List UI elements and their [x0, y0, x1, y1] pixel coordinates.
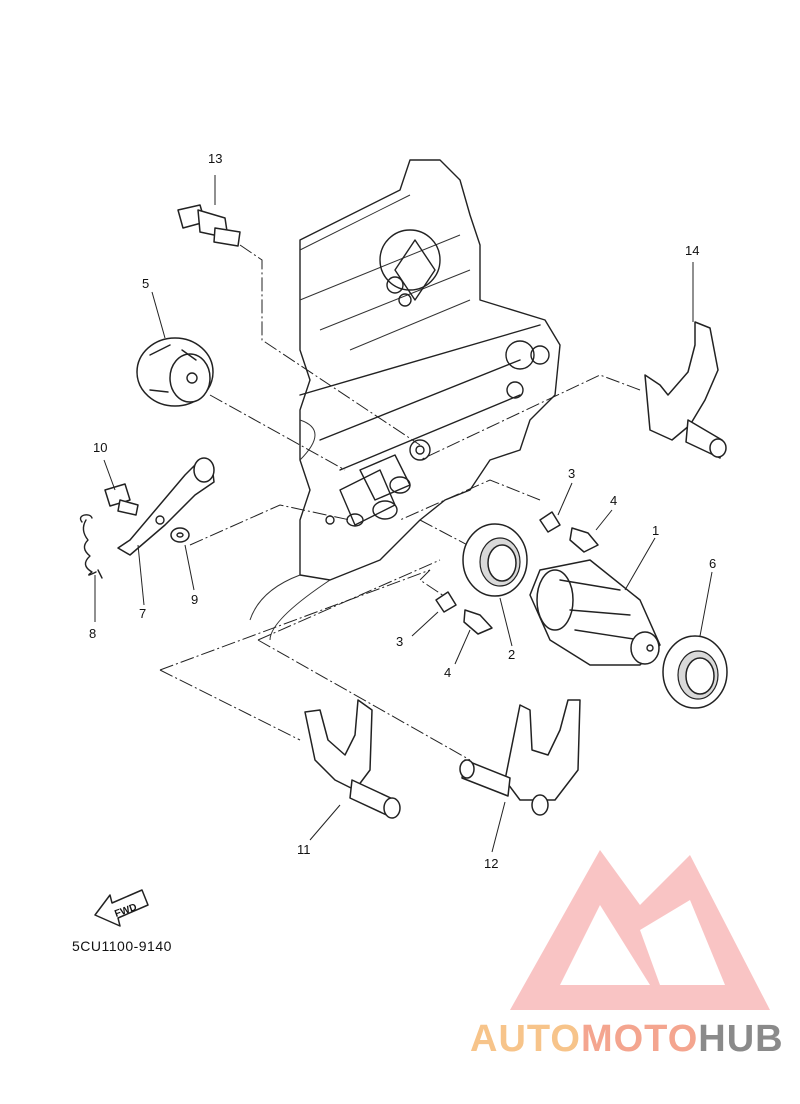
- callout-1: 1: [652, 523, 659, 538]
- callout-labels: 13 5 14 10 8 7 9 3 4 1 6 3 4 2 11 12: [89, 151, 716, 871]
- callout-3-lower: 3: [396, 634, 403, 649]
- callout-7: 7: [139, 606, 146, 621]
- part-5-segment: [136, 337, 214, 407]
- watermark-text-moto: MOTO: [580, 1018, 699, 1060]
- callout-6: 6: [709, 556, 716, 571]
- callout-9: 9: [191, 592, 198, 607]
- part-4-screw-upper: [569, 527, 599, 553]
- fwd-arrow: FWD: [94, 889, 149, 927]
- alignment-lines: [159, 244, 641, 761]
- watermark-text-auto: AUTO: [470, 1018, 581, 1060]
- part-2-bearing: [462, 523, 528, 597]
- watermark-text: AUTOMOTOHUB: [470, 1018, 784, 1061]
- part-1-shift-drum: [529, 559, 661, 666]
- part-13-shift-fork: [644, 321, 727, 459]
- callout-5: 5: [142, 276, 149, 291]
- watermark-logo: [510, 850, 770, 1010]
- callout-8: 8: [89, 626, 96, 641]
- part-14-bolt: [177, 204, 241, 247]
- part-8-spring: [79, 514, 103, 579]
- leader-lines: [94, 175, 713, 853]
- part-3-plate-upper: [539, 511, 561, 533]
- callout-12: 11: [297, 842, 311, 857]
- watermark-text-hub: HUB: [698, 1018, 784, 1060]
- callout-13: 14: [685, 243, 699, 258]
- callout-3-upper: 3: [568, 466, 575, 481]
- part-6-bearing: [662, 635, 728, 709]
- part-9-washer: [170, 527, 190, 543]
- part-code: 5CU1100-9140: [72, 938, 172, 954]
- part-11-shift-fork: [459, 699, 581, 816]
- crankcase: [249, 159, 561, 641]
- callout-4-lower: 4: [444, 665, 451, 680]
- callout-4-upper: 4: [610, 493, 617, 508]
- callout-11: 12: [484, 856, 498, 871]
- callout-14: 13: [208, 151, 222, 166]
- callout-2: 2: [508, 647, 515, 662]
- part-7-lever: [117, 457, 215, 556]
- part-10-bolt: [104, 483, 139, 516]
- part-4-screw-lower: [463, 609, 493, 635]
- part-3-plate-lower: [435, 591, 457, 613]
- callout-10: 10: [93, 440, 107, 455]
- part-12-shift-fork: [304, 699, 401, 819]
